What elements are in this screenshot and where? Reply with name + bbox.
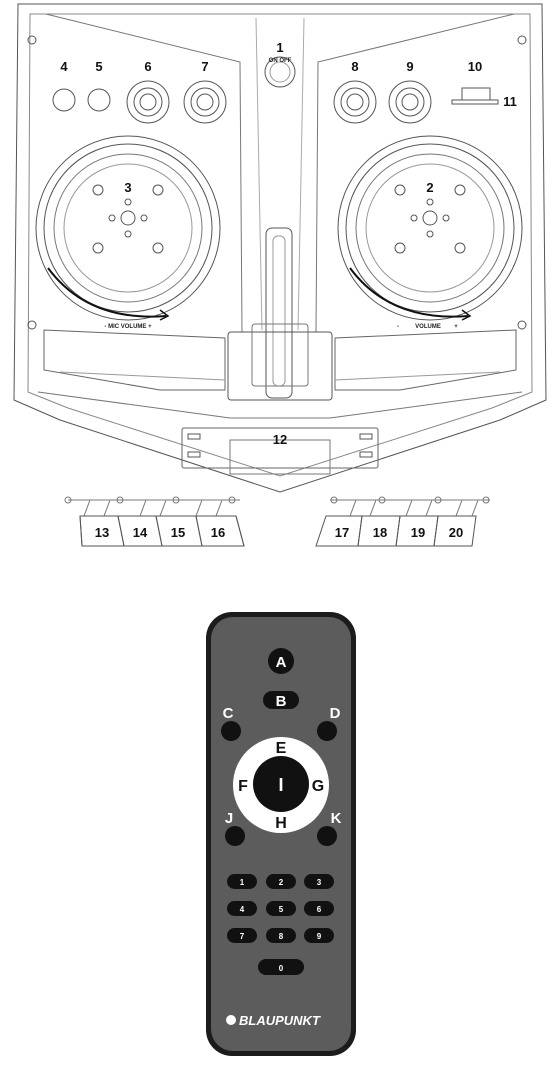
callout-1: 1 <box>276 40 283 55</box>
usb-slot[interactable] <box>452 88 498 104</box>
remote-num-2-label: 2 <box>279 878 284 887</box>
remote-key-a-label: A <box>276 654 287 671</box>
callout-5: 5 <box>95 59 102 74</box>
power-label: ON OFF <box>269 58 292 64</box>
volume-plus-label: + <box>454 324 458 330</box>
screw-icon <box>518 321 526 329</box>
remote-key-g-label: G <box>312 778 324 795</box>
callout-16: 16 <box>211 525 225 540</box>
remote-key-f-label: F <box>238 778 248 795</box>
remote-key-d-label: D <box>330 705 341 722</box>
remote-key-b-label: B <box>276 693 287 710</box>
jack-7[interactable] <box>184 81 226 123</box>
callout-19: 19 <box>411 525 425 540</box>
remote-num-0-label: 0 <box>279 964 284 973</box>
mic-volume-label: - MIC VOLUME + <box>104 324 152 330</box>
remote-key-j[interactable] <box>225 826 245 846</box>
remote-key-c-label: C <box>223 705 234 722</box>
button-5[interactable] <box>88 89 110 111</box>
callout-17: 17 <box>335 525 349 540</box>
brand-logo: BLAUPUNKT <box>239 1013 321 1028</box>
remote-num-1-label: 1 <box>240 878 245 887</box>
remote-num-4-label: 4 <box>240 905 245 914</box>
port-icon <box>360 452 372 457</box>
left-jog-wheel[interactable] <box>36 136 220 320</box>
screw-icon <box>28 36 36 44</box>
screw-icon <box>518 36 526 44</box>
speaker-device <box>14 4 546 492</box>
remote-key-i-label: I <box>278 775 283 795</box>
right-pad-strip <box>330 497 490 516</box>
port-icon <box>360 434 372 439</box>
remote-num-9-label: 9 <box>317 932 322 941</box>
remote-key-d[interactable] <box>317 721 337 741</box>
callout-10: 10 <box>468 59 482 74</box>
remote-num-8-label: 8 <box>279 932 284 941</box>
button-4[interactable] <box>53 89 75 111</box>
volume-minus-label: - <box>397 324 399 330</box>
port-icon <box>188 452 200 457</box>
remote-key-j-label: J <box>225 810 233 827</box>
device-outline <box>14 4 546 492</box>
callout-6: 6 <box>144 59 151 74</box>
callout-2: 2 <box>426 180 433 195</box>
center-handle[interactable] <box>228 332 332 400</box>
remote-key-e-label: E <box>276 740 287 757</box>
remote-num-7-label: 7 <box>240 932 245 941</box>
volume-label: VOLUME <box>415 324 441 330</box>
callout-14: 14 <box>133 525 148 540</box>
jack-9[interactable] <box>389 81 431 123</box>
remote-num-3-label: 3 <box>317 878 322 887</box>
jack-6[interactable] <box>127 81 169 123</box>
remote-key-c[interactable] <box>221 721 241 741</box>
remote-key-h-label: H <box>275 815 287 832</box>
callout-15: 15 <box>171 525 185 540</box>
remote-num-6-label: 6 <box>317 905 322 914</box>
screw-icon <box>28 321 36 329</box>
callout-3: 3 <box>124 180 131 195</box>
remote-key-k-label: K <box>331 810 342 827</box>
callout-4: 4 <box>60 59 68 74</box>
callout-13: 13 <box>95 525 109 540</box>
callout-9: 9 <box>406 59 413 74</box>
remote-key-k[interactable] <box>317 826 337 846</box>
brand-dot-icon <box>226 1015 236 1025</box>
center-slider-track <box>266 228 292 398</box>
port-icon <box>188 434 200 439</box>
callout-12: 12 <box>273 432 287 447</box>
remote-num-5-label: 5 <box>279 905 284 914</box>
right-jog-wheel[interactable] <box>338 136 522 320</box>
right-lower-band <box>335 330 516 390</box>
callout-7: 7 <box>201 59 208 74</box>
callout-8: 8 <box>351 59 358 74</box>
callout-11: 11 <box>503 94 517 109</box>
callout-18: 18 <box>373 525 387 540</box>
left-lower-band <box>44 330 225 390</box>
jack-8[interactable] <box>334 81 376 123</box>
callout-20: 20 <box>449 525 463 540</box>
